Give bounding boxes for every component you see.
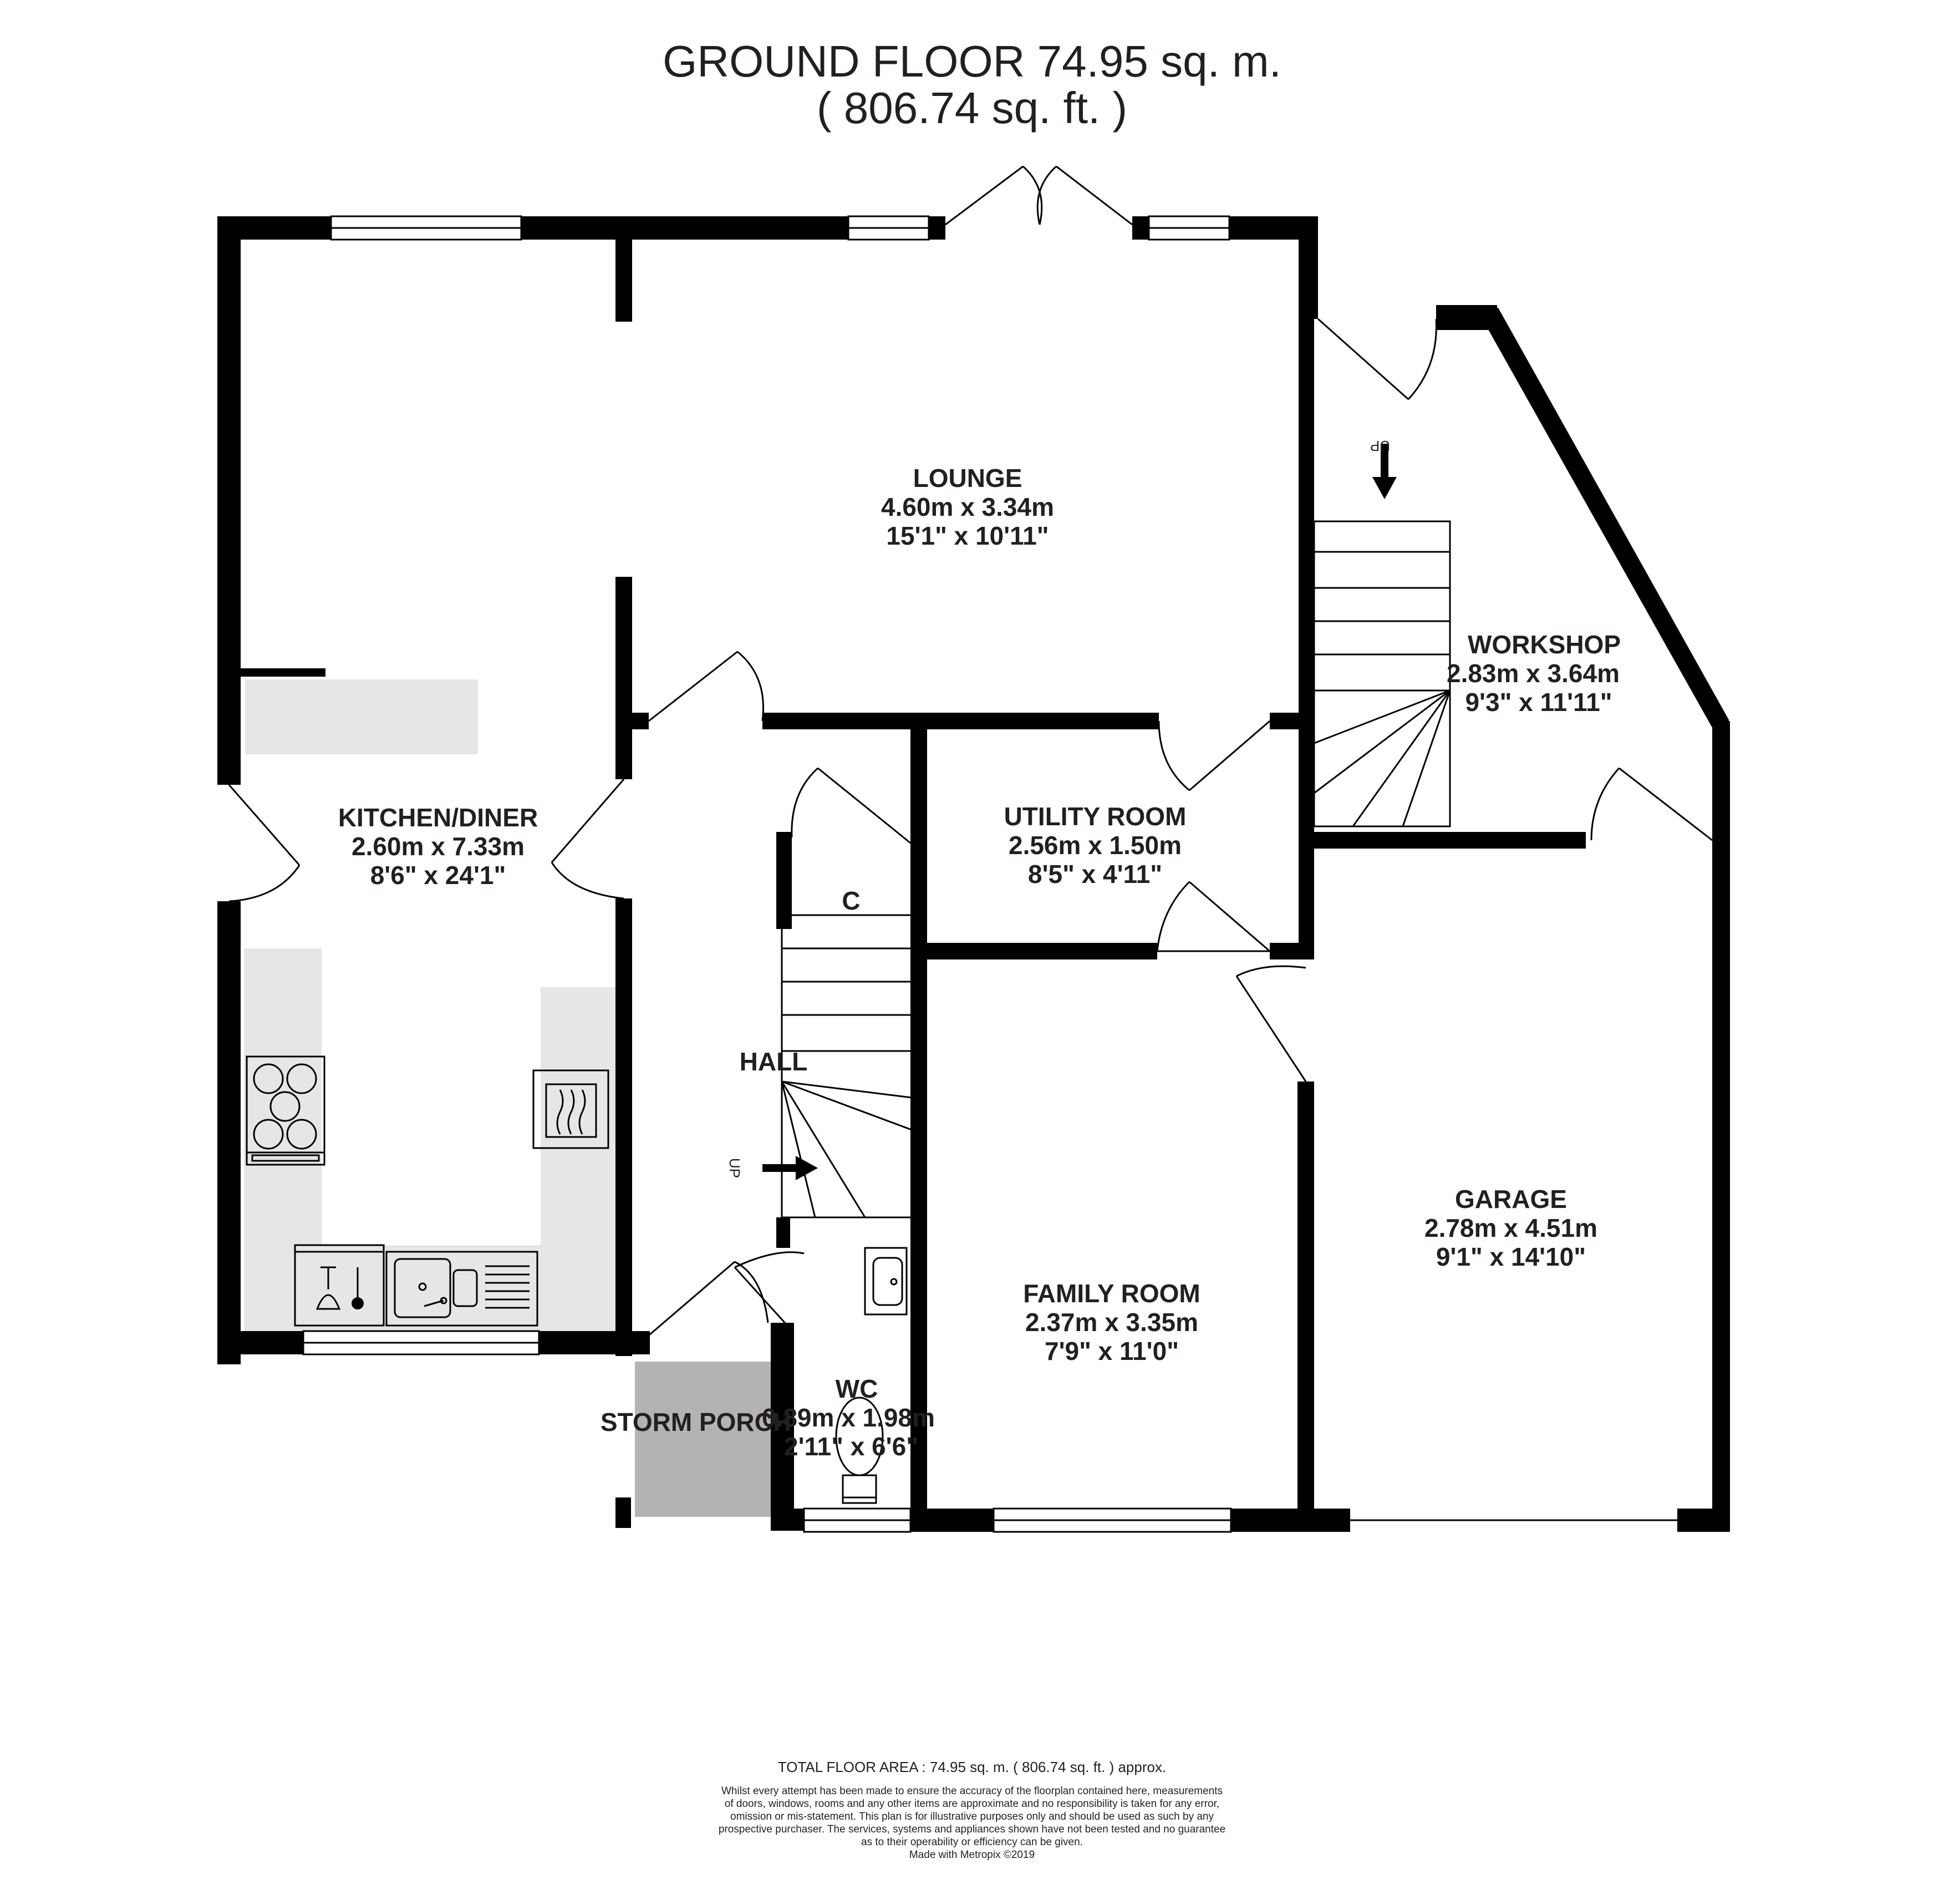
wc-imperial: 2'11" x 6'6" bbox=[784, 1432, 918, 1461]
storm-porch-floor bbox=[635, 1362, 772, 1517]
kitchen-counters bbox=[244, 679, 618, 1342]
workshop-up-label: UP bbox=[1370, 438, 1390, 454]
utility-name: UTILITY ROOM bbox=[1004, 802, 1187, 831]
room-label-storm-porch: STORM PORCH bbox=[600, 1408, 791, 1436]
room-label-utility: UTILITY ROOM 2.56m x 1.50m 8'5" x 4'11" bbox=[1004, 802, 1187, 888]
footer-disclaimer: Whilst every attempt has been made to en… bbox=[719, 1785, 1225, 1861]
family-imperial: 7'9" x 11'0" bbox=[1045, 1337, 1179, 1365]
wc-name: WC bbox=[836, 1374, 878, 1403]
utility-metric: 2.56m x 1.50m bbox=[1009, 831, 1182, 860]
disclaimer-line: prospective purchaser. The services, sys… bbox=[719, 1824, 1225, 1835]
washing-machine bbox=[294, 1244, 385, 1327]
footer-credit: Made with Metropix ©2019 bbox=[909, 1849, 1035, 1861]
workshop-metric: 2.83m x 3.64m bbox=[1447, 659, 1620, 688]
walls bbox=[217, 216, 1730, 1532]
workshop-name: WORKSHOP bbox=[1468, 630, 1621, 659]
room-label-kitchen: KITCHEN/DINER 2.60m x 7.33m 8'6" x 24'1" bbox=[338, 803, 538, 890]
room-label-cupboard: C bbox=[842, 886, 860, 915]
doors bbox=[228, 165, 1713, 1346]
disclaimer-line: of doors, windows, rooms and any other i… bbox=[725, 1798, 1219, 1810]
utility-imperial: 8'5" x 4'11" bbox=[1028, 860, 1162, 888]
wc-toilet bbox=[835, 1397, 884, 1504]
wc-metric: 0.89m x 1.98m bbox=[762, 1403, 935, 1432]
disclaimer-line: Whilst every attempt has been made to en… bbox=[721, 1785, 1223, 1797]
lounge-metric: 4.60m x 3.34m bbox=[881, 492, 1054, 521]
hall-stairs bbox=[781, 914, 917, 1218]
garage-name: GARAGE bbox=[1455, 1185, 1567, 1214]
family-metric: 2.37m x 3.35m bbox=[1025, 1308, 1198, 1337]
kitchen-metric: 2.60m x 7.33m bbox=[352, 832, 525, 861]
disclaimer-line: as to their operability or efficiency ca… bbox=[861, 1836, 1083, 1848]
garage-metric: 2.78m x 4.51m bbox=[1424, 1214, 1597, 1242]
kitchen-imperial: 8'6" x 24'1" bbox=[370, 861, 506, 890]
lounge-name: LOUNGE bbox=[913, 464, 1022, 492]
footer-total-area: TOTAL FLOOR AREA : 74.95 sq. m. ( 806.74… bbox=[778, 1759, 1166, 1775]
lounge-imperial: 15'1" x 10'11" bbox=[886, 521, 1049, 550]
floor-title: GROUND FLOOR 74.95 sq. m. bbox=[663, 37, 1281, 86]
workshop-stairs-up-arrow: UP bbox=[1370, 438, 1397, 499]
workshop-stairs bbox=[1313, 520, 1451, 827]
kitchen-name: KITCHEN/DINER bbox=[338, 803, 538, 832]
wc-basin bbox=[864, 1247, 908, 1316]
room-label-family: FAMILY ROOM 2.37m x 3.35m 7'9" x 11'0" bbox=[1023, 1279, 1200, 1365]
windows bbox=[302, 215, 1677, 1533]
hall-up-label: UP bbox=[726, 1158, 743, 1178]
room-label-workshop: WORKSHOP 2.83m x 3.64m 9'3" x 11'11" bbox=[1447, 630, 1621, 717]
room-label-wc: WC 0.89m x 1.98m 2'11" x 6'6" bbox=[762, 1374, 935, 1461]
family-name: FAMILY ROOM bbox=[1023, 1279, 1200, 1308]
floor-area-subtitle: ( 806.74 sq. ft. ) bbox=[817, 83, 1127, 133]
garage-imperial: 9'1" x 14'10" bbox=[1436, 1242, 1586, 1271]
disclaimer-line: omission or mis-statement. This plan is … bbox=[730, 1811, 1214, 1822]
room-label-garage: GARAGE 2.78m x 4.51m 9'1" x 14'10" bbox=[1424, 1185, 1597, 1271]
sink bbox=[385, 1251, 538, 1327]
hob bbox=[246, 1055, 325, 1166]
workshop-imperial: 9'3" x 11'11" bbox=[1465, 688, 1612, 717]
hall-stairs-up-arrow: UP bbox=[726, 1156, 818, 1180]
room-label-lounge: LOUNGE 4.60m x 3.34m 15'1" x 10'11" bbox=[881, 464, 1054, 550]
microwave bbox=[532, 1069, 609, 1149]
room-label-hall: HALL bbox=[740, 1047, 808, 1076]
